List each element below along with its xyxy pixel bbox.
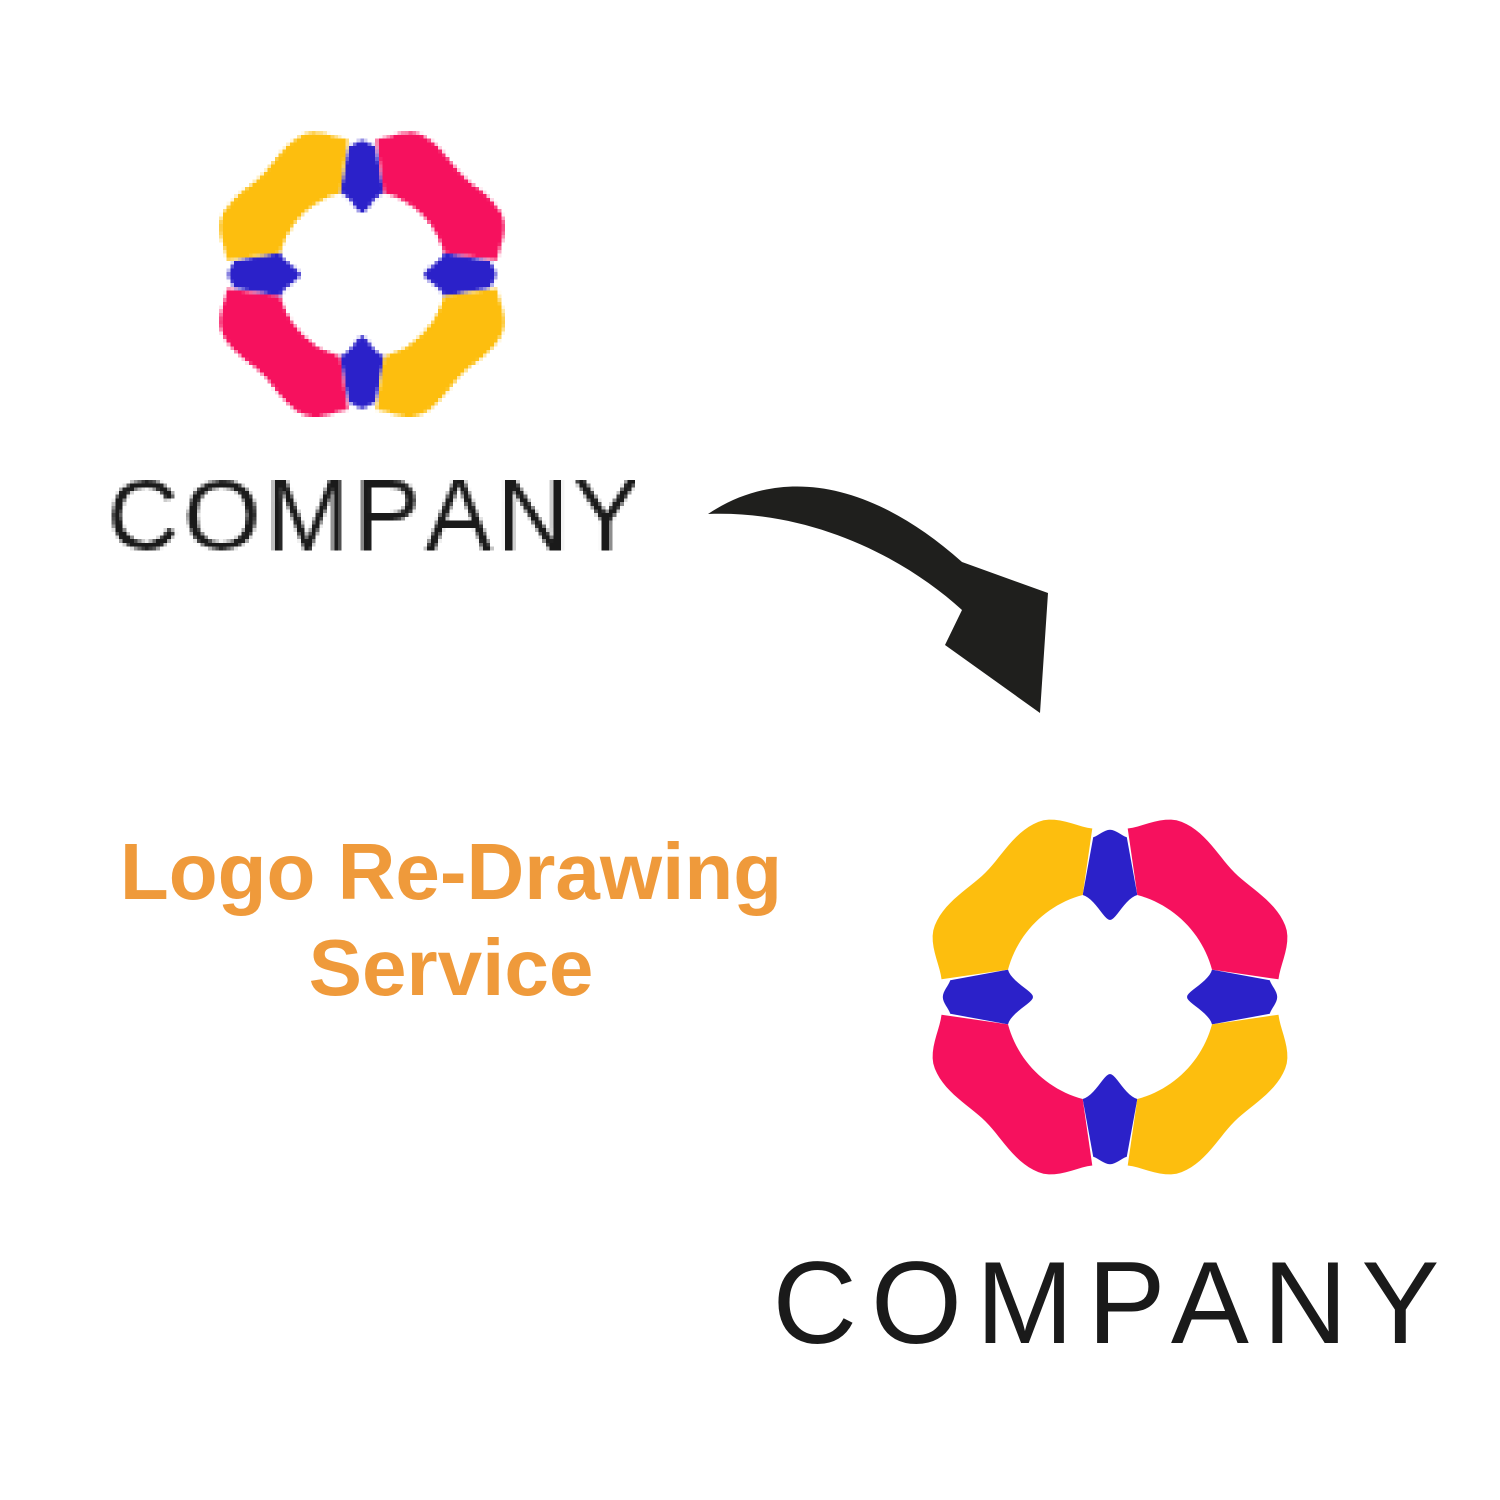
transform-arrow-icon <box>708 486 1048 713</box>
redrawn-logo-wordmark: COMPANY <box>772 1237 1454 1368</box>
logo-segment-yellow <box>1127 1014 1288 1175</box>
service-title-line1: Logo Re-Drawing <box>119 827 783 916</box>
logo-segment-blue <box>1187 969 1278 1025</box>
service-title: Logo Re-Drawing Service <box>101 824 801 1016</box>
redrawn-logo-mark <box>932 819 1288 1175</box>
logo-segment-blue <box>1082 829 1138 920</box>
original-logo-pixelated <box>93 120 635 580</box>
logo-segment-yellow <box>932 819 1093 980</box>
logo-segment-blue <box>1082 1074 1138 1165</box>
logo-segment-blue <box>942 969 1033 1025</box>
logo-segment-pink <box>932 1014 1093 1175</box>
transform-arrow-shape <box>708 486 1048 713</box>
logo-segment-pink <box>1127 819 1288 980</box>
service-title-line2: Service <box>308 923 594 1012</box>
